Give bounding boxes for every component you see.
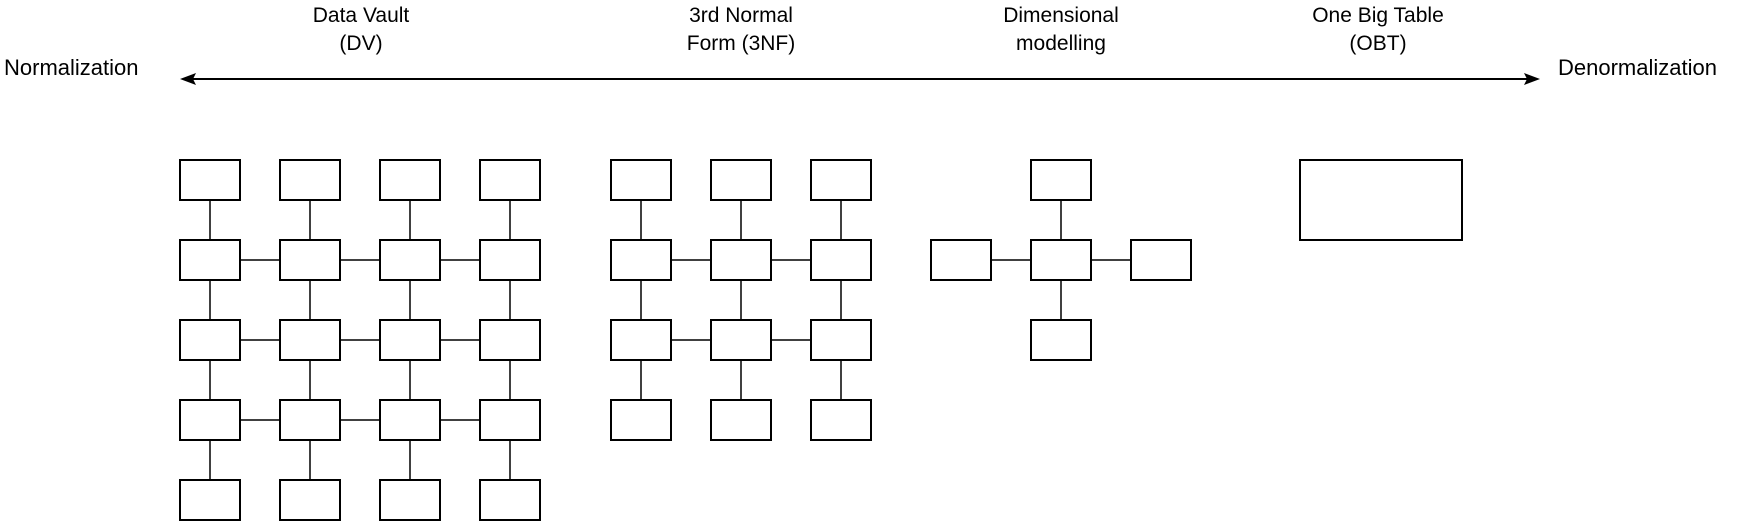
table-box xyxy=(379,319,441,361)
table-box xyxy=(179,479,241,521)
table-box xyxy=(379,239,441,281)
table-box xyxy=(179,159,241,201)
normalization-label: Normalization xyxy=(4,55,139,80)
table-box xyxy=(1299,159,1463,241)
table-box xyxy=(379,479,441,521)
table-box xyxy=(610,239,672,281)
table-box xyxy=(710,399,772,441)
table-box xyxy=(279,159,341,201)
table-box xyxy=(279,319,341,361)
approach-label-line1: Data Vault xyxy=(312,4,410,27)
table-box xyxy=(279,399,341,441)
table-box xyxy=(179,399,241,441)
table-box xyxy=(710,159,772,201)
table-box xyxy=(610,159,672,201)
table-box xyxy=(1030,159,1092,201)
table-box xyxy=(1130,239,1192,281)
table-box xyxy=(279,479,341,521)
table-box xyxy=(710,239,772,281)
table-box xyxy=(930,239,992,281)
table-box xyxy=(710,319,772,361)
table-box xyxy=(479,399,541,441)
right-arrowhead-icon xyxy=(1524,73,1540,85)
table-box xyxy=(810,159,872,201)
table-box xyxy=(810,319,872,361)
approach-label-data-vault: Data Vault (DV) xyxy=(313,2,410,58)
table-box xyxy=(179,239,241,281)
table-box xyxy=(1030,319,1092,361)
approach-label-line2: modelling xyxy=(1016,32,1106,55)
table-box xyxy=(479,239,541,281)
approach-label-line2: Form (3NF) xyxy=(686,32,796,55)
left-arrowhead-icon xyxy=(180,73,196,85)
denormalization-label: Denormalization xyxy=(1558,55,1717,80)
table-box xyxy=(1030,239,1092,281)
table-box xyxy=(610,319,672,361)
approach-label-line2: (DV) xyxy=(339,32,383,55)
table-box xyxy=(479,159,541,201)
approach-label-dimensional: Dimensional modelling xyxy=(1003,2,1119,58)
approach-label-line2: (OBT) xyxy=(1349,32,1407,55)
approach-label-line1: Dimensional xyxy=(1003,4,1119,27)
table-box xyxy=(810,399,872,441)
table-box xyxy=(479,479,541,521)
table-box xyxy=(379,399,441,441)
table-box xyxy=(279,239,341,281)
approach-label-line1: One Big Table xyxy=(1312,4,1444,27)
table-box xyxy=(179,319,241,361)
table-box xyxy=(479,319,541,361)
table-box xyxy=(379,159,441,201)
table-box xyxy=(810,239,872,281)
approach-label-obt: One Big Table (OBT) xyxy=(1312,2,1444,58)
approach-label-3nf: 3rd Normal Form (3NF) xyxy=(687,2,796,58)
table-box xyxy=(610,399,672,441)
approach-label-line1: 3rd Normal xyxy=(689,4,793,27)
